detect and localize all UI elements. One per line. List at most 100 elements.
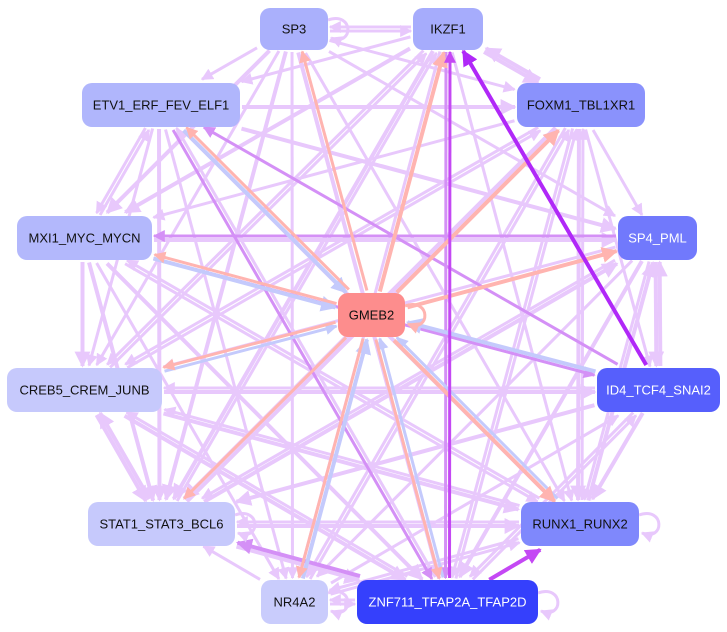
- edges-layer: [74, 17, 668, 621]
- self-loop-STAT1_STAT3_BCL6: [234, 512, 257, 543]
- edge-ETV1_ERF_FEV_ELF1-to-ZNF711_TFAP2A_TFAP2D: [171, 129, 434, 581]
- node-label: ID4_TCF4_SNAI2: [606, 383, 711, 398]
- edge-SP3-to-ETV1_ERF_FEV_ELF1: [200, 46, 258, 81]
- edge-NR4A2-to-STAT1_STAT3_BCL6: [202, 544, 261, 581]
- edge-NR4A2-to-ID4_TCF4_SNAI2: [330, 414, 620, 585]
- edge-IKZF1-to-ETV1_ERF_FEV_ELF1: [240, 35, 411, 85]
- node-label: STAT1_STAT3_BCL6: [99, 517, 223, 532]
- self-loop-ZNF711_TFAP2A_TFAP2D: [537, 590, 560, 621]
- edge-ZNF711_TFAP2A_TFAP2D-to-GMEB2: [376, 337, 445, 578]
- node-box[interactable]: [618, 216, 697, 260]
- edge-RUNX1_RUNX2-to-GMEB2: [395, 336, 559, 500]
- edge-SP4_PML-to-ID4_TCF4_SNAI2: [648, 261, 665, 368]
- edge-GMEB2-to-IKZF1: [377, 50, 448, 293]
- node-label: GMEB2: [349, 308, 395, 323]
- edge-FOXM1_TBL1XR1-to-CREB5_CREM_JUNB: [124, 125, 539, 366]
- edge-ZNF711_TFAP2A_TFAP2D-to-RUNX1_RUNX2: [488, 547, 542, 582]
- edge-ID4_TCF4_SNAI2-to-STAT1_STAT3_BCL6: [234, 403, 596, 506]
- node-box[interactable]: [517, 83, 645, 127]
- node-box[interactable]: [357, 580, 538, 624]
- edge-GMEB2-to-ZNF711_TFAP2A_TFAP2D: [374, 339, 443, 580]
- node-sp4_pml[interactable]: SP4_PML: [618, 216, 697, 260]
- edge-SP3-to-STAT1_STAT3_BCL6: [161, 50, 288, 502]
- edge-NR4A2-to-FOXM1_TBL1XR1: [308, 128, 571, 580]
- edge-ID4_TCF4_SNAI2-to-ETV1_ERF_FEV_ELF1: [202, 125, 619, 366]
- node-label: MXI1_MYC_MYCN: [29, 231, 141, 246]
- node-box[interactable]: [82, 83, 240, 127]
- node-creb5_crem_junb[interactable]: CREB5_CREM_JUNB: [7, 368, 162, 412]
- node-sp3[interactable]: SP3: [260, 8, 328, 50]
- edge-FOXM1_TBL1XR1-to-NR4A2: [305, 127, 567, 579]
- node-stat1_stat3_bcl6[interactable]: STAT1_STAT3_BCL6: [88, 502, 235, 546]
- node-label: ETV1_ERF_FEV_ELF1: [93, 98, 230, 113]
- node-label: IKZF1: [430, 22, 465, 37]
- node-box[interactable]: [521, 502, 639, 546]
- edge-ETV1_ERF_FEV_ELF1-to-MXI1_MYC_MYCN: [95, 127, 147, 215]
- node-id4_tcf4_snai2[interactable]: ID4_TCF4_SNAI2: [597, 368, 720, 412]
- node-box[interactable]: [88, 502, 235, 546]
- node-label: SP4_PML: [628, 231, 687, 246]
- node-foxm1_tbl1xr1[interactable]: FOXM1_TBL1XR1: [517, 83, 645, 127]
- self-loop-GMEB2: [404, 303, 427, 334]
- node-znf711_tfap2a_tfap2d[interactable]: ZNF711_TFAP2A_TFAP2D: [357, 580, 538, 624]
- node-label: FOXM1_TBL1XR1: [527, 98, 635, 113]
- edge-RUNX1_RUNX2-to-MXI1_MYC_MYCN: [126, 258, 541, 500]
- edge-ID4_TCF4_SNAI2-to-GMEB2: [405, 318, 597, 374]
- self-loop-NR4A2: [327, 590, 350, 621]
- self-loop-SP3: [327, 17, 350, 48]
- edge-FOXM1_TBL1XR1-to-IKZF1: [484, 46, 541, 81]
- edge-GMEB2-to-FOXM1_TBL1XR1: [395, 128, 560, 294]
- edge-NR4A2-to-GMEB2: [300, 337, 371, 580]
- edge-RUNX1_RUNX2-to-FOXM1_TBL1XR1: [576, 127, 589, 501]
- edge-CREB5_CREM_JUNB-to-GMEB2: [164, 323, 338, 373]
- edge-STAT1_STAT3_BCL6-to-IKZF1: [175, 51, 438, 502]
- self-loop-RUNX1_RUNX2: [638, 512, 661, 543]
- node-box[interactable]: [261, 580, 328, 624]
- node-nr4a2[interactable]: NR4A2: [261, 580, 328, 624]
- edge-CREB5_CREM_JUNB-to-FOXM1_TBL1XR1: [126, 129, 542, 370]
- edge-IKZF1-to-MXI1_MYC_MYCN: [123, 46, 412, 214]
- edge-ETV1_ERF_FEV_ELF1-to-GMEB2: [182, 128, 348, 294]
- edge-ID4_TCF4_SNAI2-to-IKZF1: [461, 49, 648, 366]
- node-ikzf1[interactable]: IKZF1: [413, 8, 483, 50]
- edge-SP4_PML-to-STAT1_STAT3_BCL6: [201, 258, 616, 500]
- edge-CREB5_CREM_JUNB-to-RUNX1_RUNX2: [162, 411, 521, 514]
- edge-GMEB2-to-STAT1_STAT3_BCL6: [183, 336, 348, 500]
- edge-GMEB2-to-CREB5_CREM_JUNB: [162, 320, 336, 371]
- edge-STAT1_STAT3_BCL6-to-SP4_PML: [203, 261, 619, 504]
- edge-ID4_TCF4_SNAI2-to-RUNX1_RUNX2: [590, 411, 645, 501]
- node-label: SP3: [282, 22, 307, 37]
- edge-ID4_TCF4_SNAI2-to-SP4_PML: [651, 260, 668, 367]
- edge-FOXM1_TBL1XR1-to-SP4_PML: [591, 129, 644, 217]
- node-runx1_runx2[interactable]: RUNX1_RUNX2: [521, 502, 639, 546]
- node-label: NR4A2: [274, 595, 316, 610]
- node-box[interactable]: [17, 216, 152, 260]
- edge-STAT1_STAT3_BCL6-to-ZNF711_TFAP2A_TFAP2D: [235, 544, 361, 584]
- edge-STAT1_STAT3_BCL6-to-CREB5_CREM_JUNB: [98, 411, 152, 500]
- edge-MXI1_MYC_MYCN-to-ETV1_ERF_FEV_ELF1: [98, 128, 151, 216]
- edge-GMEB2-to-NR4A2: [296, 338, 365, 579]
- edge-GMEB2-to-ETV1_ERF_FEV_ELF1: [185, 126, 350, 291]
- edge-ZNF711_TFAP2A_TFAP2D-to-CREB5_CREM_JUNB: [125, 410, 409, 578]
- node-box[interactable]: [260, 8, 328, 50]
- edge-ZNF711_TFAP2A_TFAP2D-to-STAT1_STAT3_BCL6: [235, 538, 361, 579]
- edge-RUNX1_RUNX2-to-CREB5_CREM_JUNB: [163, 406, 520, 508]
- edge-IKZF1-to-FOXM1_TBL1XR1: [483, 50, 540, 85]
- edge-CREB5_CREM_JUNB-to-ZNF711_TFAP2A_TFAP2D: [123, 414, 407, 582]
- edge-MXI1_MYC_MYCN-to-RUNX1_RUNX2: [124, 262, 539, 504]
- edge-GMEB2-to-SP3: [299, 50, 369, 291]
- node-mxi1_myc_mycn[interactable]: MXI1_MYC_MYCN: [17, 216, 152, 260]
- node-etv1_erf_fev_elf1[interactable]: ETV1_ERF_FEV_ELF1: [82, 83, 240, 127]
- edge-IKZF1-to-RUNX1_RUNX2: [450, 52, 575, 502]
- edge-GMEB2-to-RUNX1_RUNX2: [392, 338, 557, 503]
- node-box[interactable]: [7, 368, 162, 412]
- node-gmeb2[interactable]: GMEB2: [338, 293, 405, 337]
- node-box[interactable]: [597, 368, 720, 412]
- node-box[interactable]: [413, 8, 483, 50]
- node-label: RUNX1_RUNX2: [532, 517, 627, 532]
- node-box[interactable]: [338, 293, 405, 337]
- node-label: ZNF711_TFAP2A_TFAP2D: [369, 595, 527, 610]
- edge-ZNF711_TFAP2A_TFAP2D-to-ETV1_ERF_FEV_ELF1: [175, 126, 437, 578]
